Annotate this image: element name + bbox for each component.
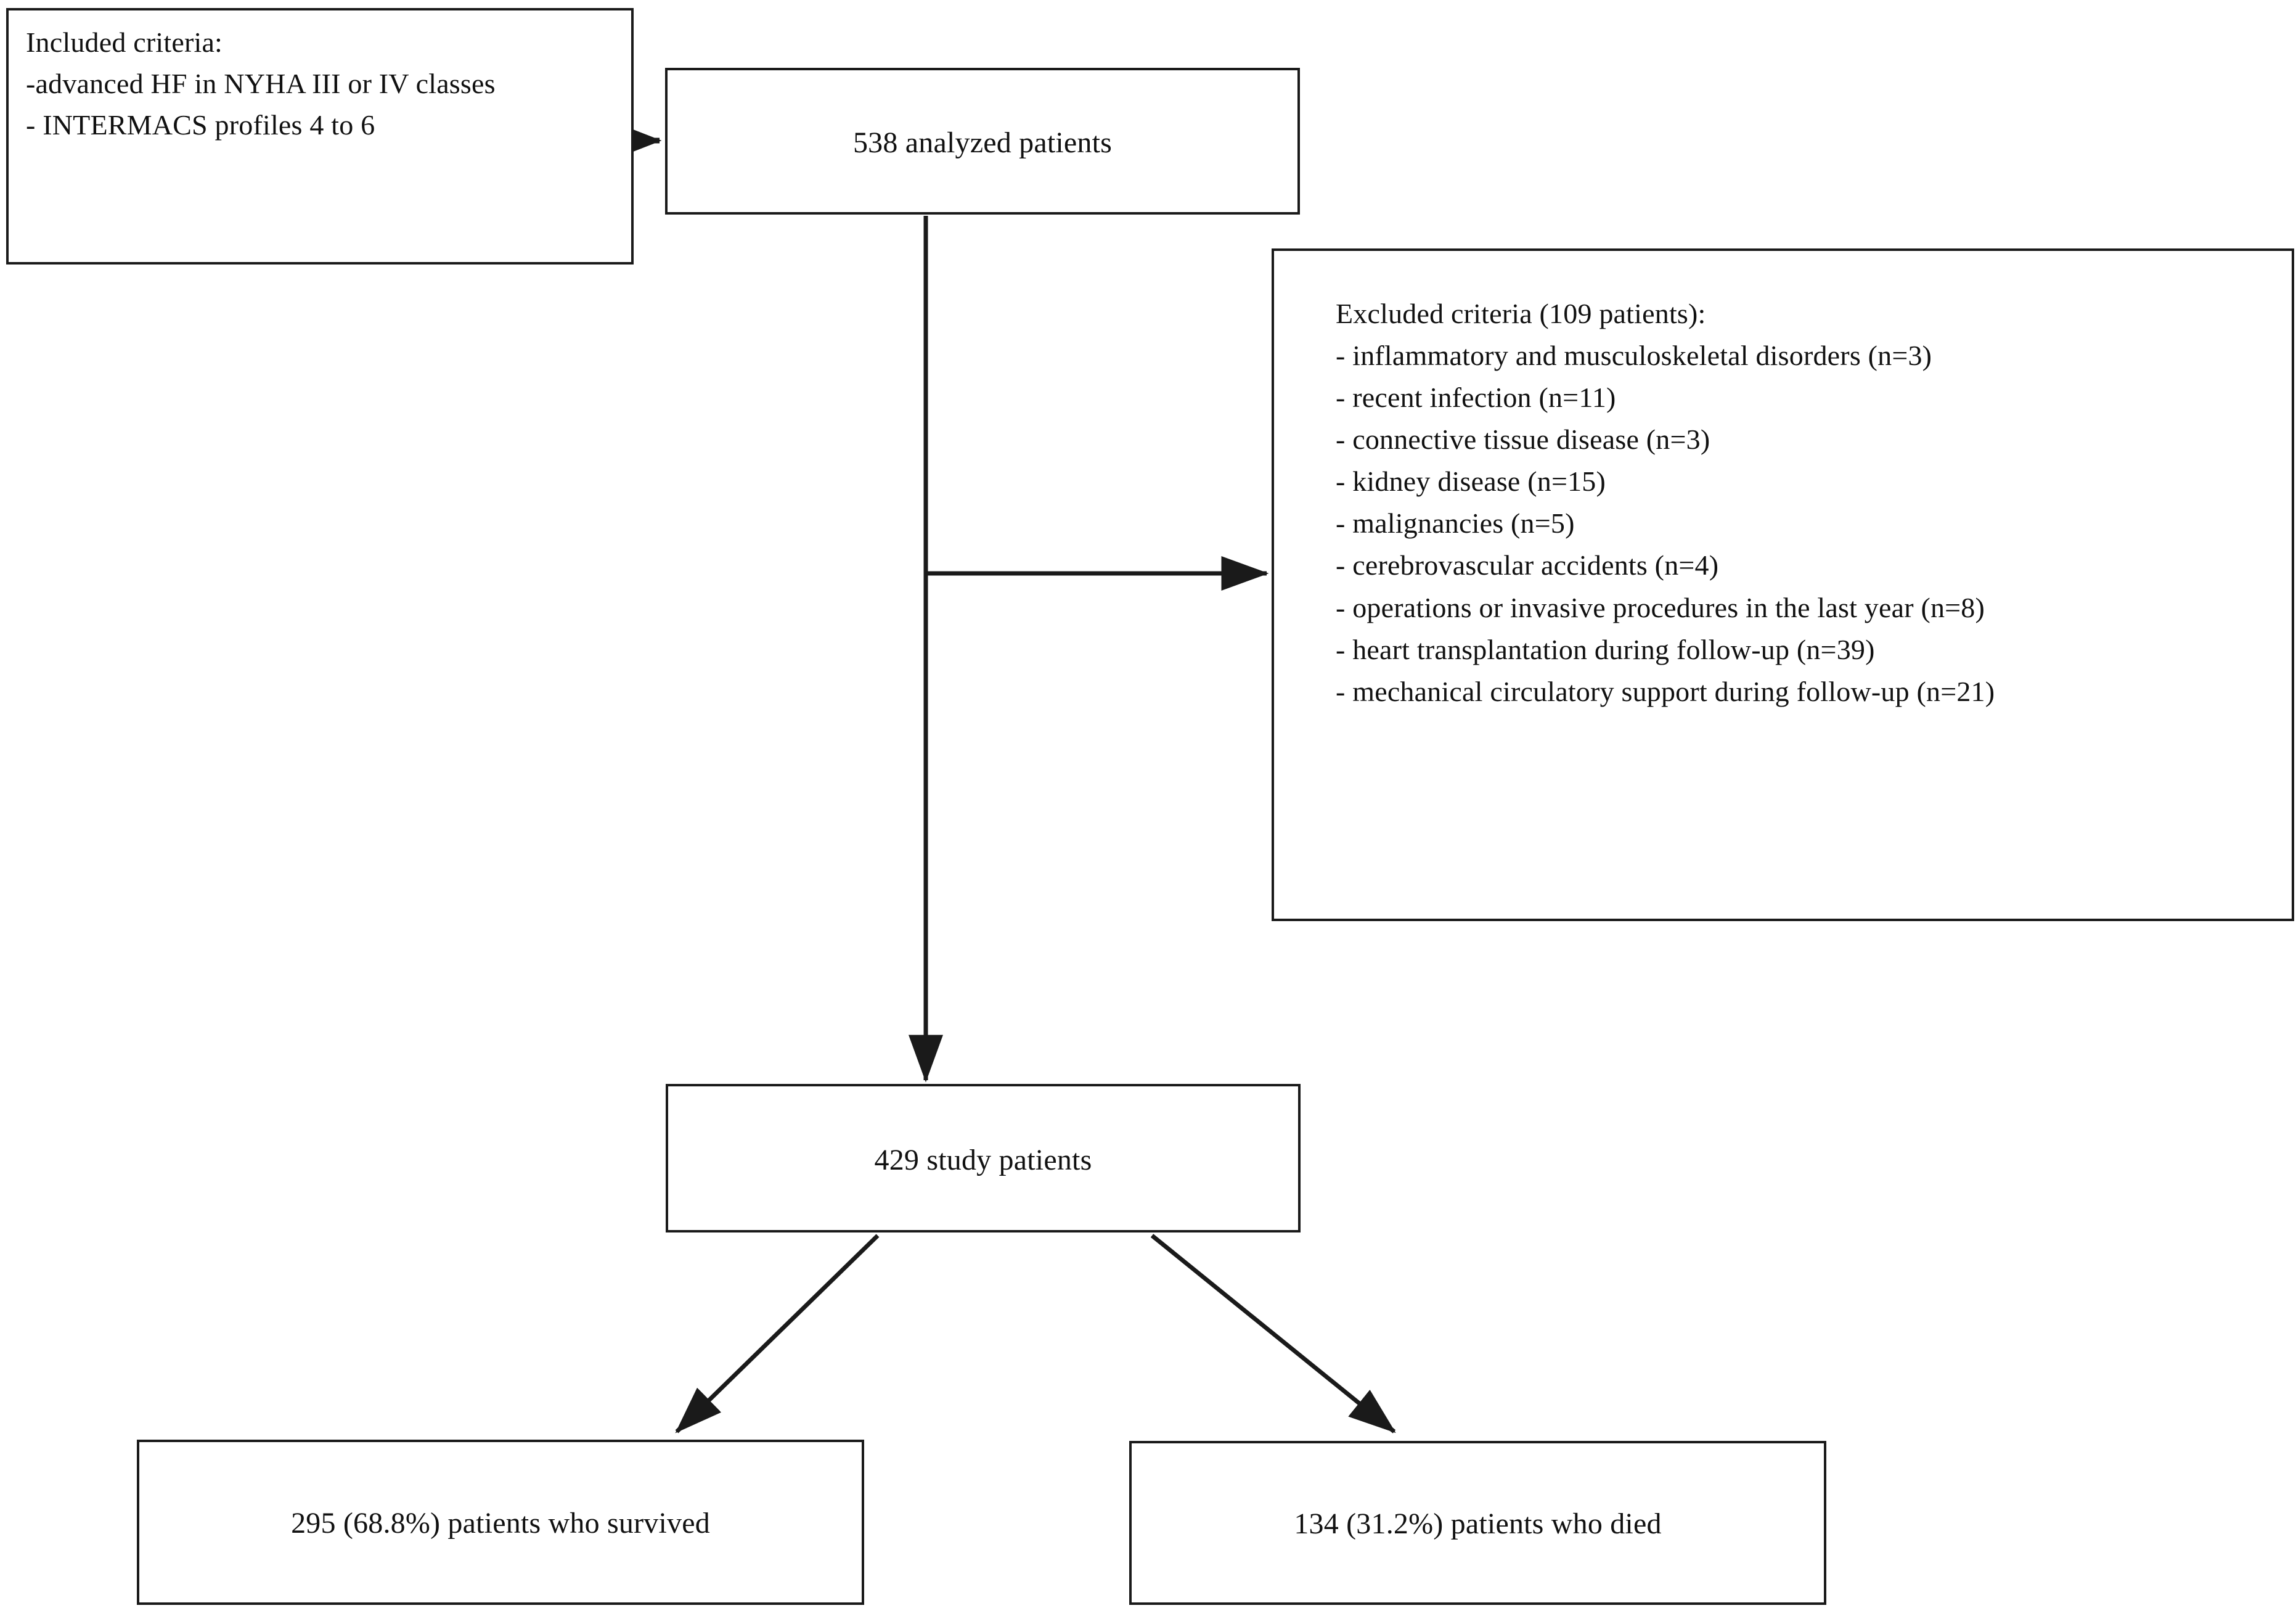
included-criteria-text: Included criteria: -advanced HF in NYHA … (26, 27, 496, 141)
died-patients-label: 134 (31.2%) patients who died (1294, 1507, 1662, 1540)
node-analyzed-patients: 538 analyzed patients (665, 68, 1300, 215)
excluded-criteria-text: Excluded criteria (109 patients): - infl… (1336, 298, 1995, 707)
survived-patients-label: 295 (68.8%) patients who survived (291, 1507, 710, 1540)
node-included-criteria: Included criteria: -advanced HF in NYHA … (6, 8, 634, 265)
arrow-study-to-survived (675, 1234, 880, 1433)
arrow-study-to-died (1150, 1234, 1396, 1433)
node-study-patients: 429 study patients (666, 1084, 1301, 1232)
study-patients-label: 429 study patients (874, 1144, 1092, 1176)
node-died-patients: 134 (31.2%) patients who died (1129, 1441, 1826, 1605)
node-excluded-criteria: Excluded criteria (109 patients): - infl… (1272, 248, 2294, 921)
node-survived-patients: 295 (68.8%) patients who survived (137, 1440, 864, 1605)
analyzed-patients-label: 538 analyzed patients (852, 126, 1113, 159)
